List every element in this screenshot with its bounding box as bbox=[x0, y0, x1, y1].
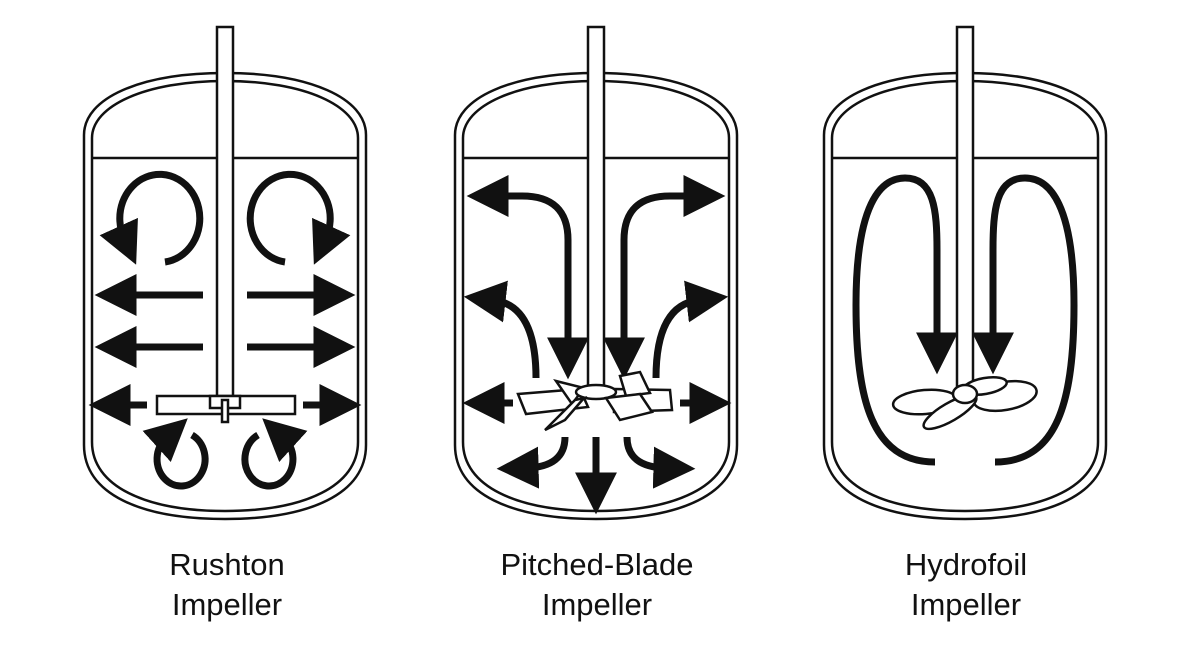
label-line1: Pitched-Blade bbox=[500, 547, 694, 582]
label-line2: Impeller bbox=[541, 587, 653, 622]
impeller-shaft bbox=[586, 25, 606, 389]
flow-arrow-loop bbox=[852, 174, 958, 466]
vessel-inner-wall bbox=[830, 79, 1100, 513]
flow-arrow-recirculation bbox=[142, 418, 209, 490]
rushton-hub-pin bbox=[220, 398, 230, 424]
pitched-blade-hub bbox=[574, 383, 618, 401]
pitched-blade bbox=[544, 395, 588, 432]
label-pitched-blade: Pitched-Blade Impeller bbox=[447, 545, 747, 625]
flow-arrow bbox=[496, 436, 569, 489]
label-rushton: Rushton Impeller bbox=[77, 545, 377, 625]
label-line1: Rushton bbox=[169, 547, 285, 582]
vessel-inner-wall bbox=[461, 79, 731, 513]
pitched-blade bbox=[603, 392, 655, 422]
label-line2: Impeller bbox=[910, 587, 1022, 622]
flow-arrow bbox=[463, 280, 540, 379]
flow-arrow bbox=[652, 280, 729, 379]
flow-arrow bbox=[623, 436, 696, 489]
vessel-inner-wall bbox=[90, 79, 360, 513]
hydrofoil-hub bbox=[951, 383, 979, 405]
vessel-hydrofoil bbox=[822, 25, 1108, 521]
flow-arrow-recirculation bbox=[246, 170, 351, 266]
label-line1: Hydrofoil bbox=[904, 547, 1028, 582]
flow-arrow-loop bbox=[972, 174, 1078, 466]
flow-arrow-recirculation bbox=[241, 418, 308, 490]
flow-arrow-recirculation bbox=[99, 170, 204, 266]
flow-arrow bbox=[603, 175, 726, 380]
impeller-shaft bbox=[955, 25, 975, 389]
vessel-rushton bbox=[82, 25, 368, 521]
pitched-blade bbox=[618, 370, 652, 398]
label-line2: Impeller bbox=[171, 587, 283, 622]
impeller-shaft bbox=[215, 25, 235, 404]
label-hydrofoil: Hydrofoil Impeller bbox=[816, 545, 1116, 625]
flow-arrow bbox=[466, 175, 589, 380]
